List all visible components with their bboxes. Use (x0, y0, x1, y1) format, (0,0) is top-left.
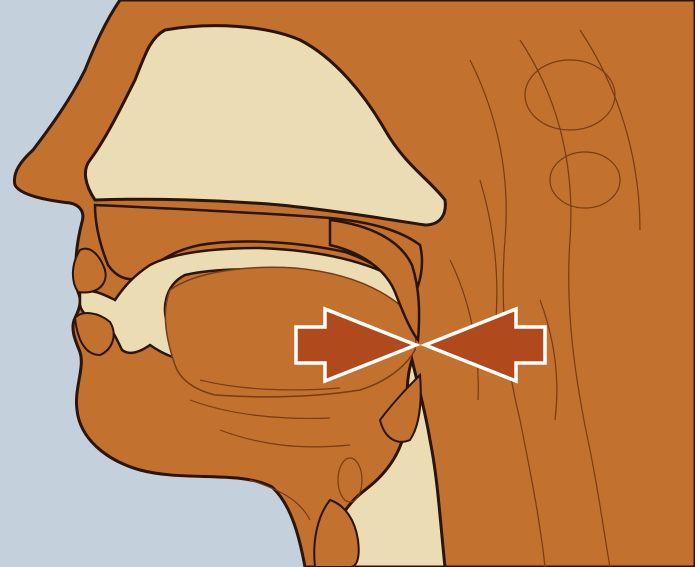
sagittal-section-figure (0, 0, 695, 567)
anatomy-diagram (0, 0, 695, 567)
